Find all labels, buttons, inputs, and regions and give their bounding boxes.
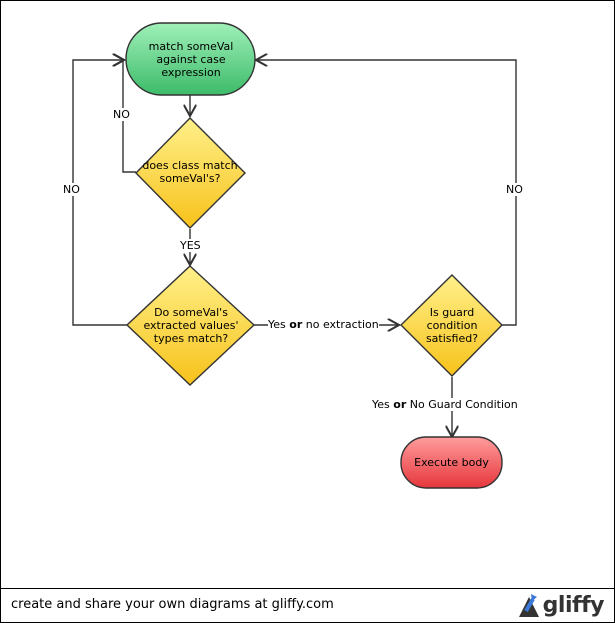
yes-label-types-post: no extraction xyxy=(302,318,379,331)
class-match-decision xyxy=(135,117,246,229)
yes-label-types-pre: Yes xyxy=(268,318,290,331)
execute-node xyxy=(400,436,503,489)
gliffy-logo-text: gliffy xyxy=(542,592,605,618)
no-label-types: NO xyxy=(63,183,80,196)
match-node xyxy=(125,22,256,96)
edge-guard-no-loop xyxy=(256,60,517,326)
gliffy-logo[interactable]: gliffy xyxy=(517,591,605,619)
yes-label-guard-post: No Guard Condition xyxy=(406,398,518,411)
no-label-class: NO xyxy=(113,108,130,121)
yes-label-guard: Yes or No Guard Condition xyxy=(372,398,518,411)
yes-label-class: YES xyxy=(180,239,201,252)
edge-types-no-loop xyxy=(72,60,127,326)
no-label-guard: NO xyxy=(506,183,523,196)
guard-decision xyxy=(400,274,503,377)
footer-bar: create and share your own diagrams at gl… xyxy=(1,588,614,622)
yes-label-types: Yes or no extraction xyxy=(268,318,379,331)
yes-label-guard-pre: Yes xyxy=(372,398,394,411)
footer-promo-link[interactable]: create and share your own diagrams at gl… xyxy=(11,597,334,612)
yes-label-guard-or: or xyxy=(393,398,407,411)
types-match-decision xyxy=(125,265,256,386)
gliffy-logo-icon xyxy=(518,594,539,617)
flowchart-canvas xyxy=(72,22,517,489)
yes-label-types-or: or xyxy=(289,318,303,331)
